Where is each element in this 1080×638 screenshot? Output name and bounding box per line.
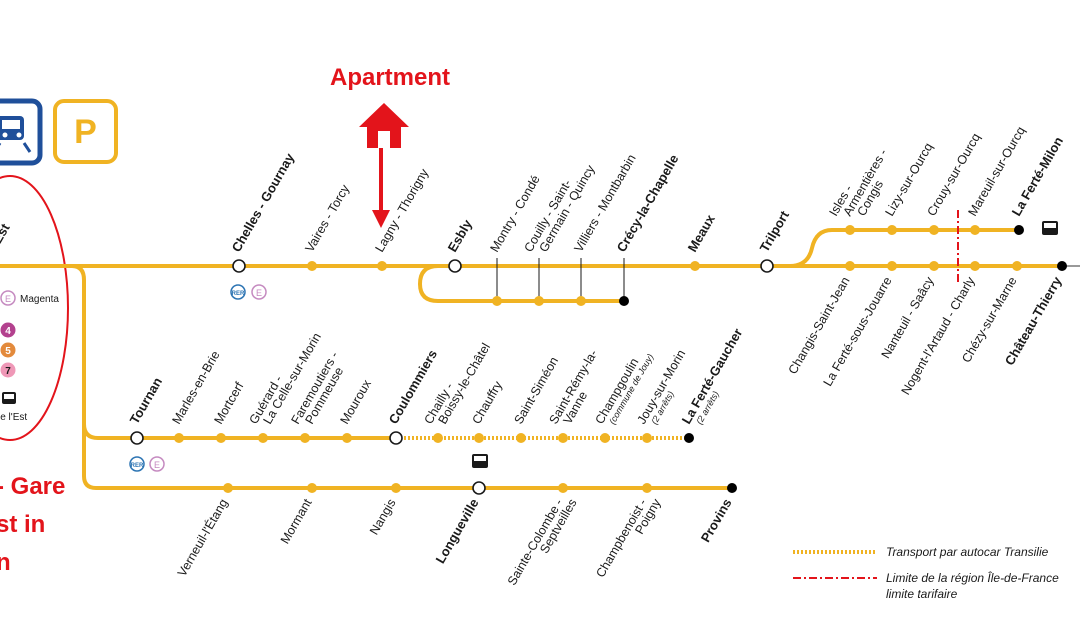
station-label: Chauffry: [469, 378, 505, 426]
magenta-label: Magenta: [20, 294, 59, 305]
terminus-stations: [619, 225, 1067, 493]
legend-boundary-label: Limite de la région Île-de-France: [886, 570, 1059, 585]
arrow-down-icon: [372, 210, 390, 228]
gare-annotation-line2: st in: [0, 511, 45, 538]
parking-icon: P: [53, 99, 118, 164]
station-label: Verneuil-l'Étang: [174, 496, 231, 579]
station-label: Mortcerf: [211, 379, 246, 426]
station-label: Esbly: [445, 216, 476, 254]
station-label: Nogent-l'Artaud - Charly: [899, 274, 978, 397]
bus-icon: [1042, 221, 1058, 235]
home-icon: [359, 103, 409, 148]
station-label: Longueville: [432, 496, 481, 566]
track-lines: [0, 228, 1062, 490]
apartment-label: Apartment: [330, 64, 450, 91]
train-icon: [0, 98, 43, 166]
rer-badge-tournan: RER: [129, 456, 145, 472]
crecy-connectors: [496, 258, 625, 301]
svg-text:RER: RER: [232, 291, 245, 297]
interchange-stations: [130, 259, 774, 495]
station-label: Provins: [698, 496, 735, 545]
station-label: Mouroux: [337, 377, 374, 427]
paris-hub-ring: [0, 175, 69, 441]
parking-letter: P: [74, 113, 97, 151]
station-label: La Ferté-Gaucher: [679, 326, 746, 427]
station-label: Tournan: [127, 375, 166, 427]
legend-boundary-label-2: limite tarifaire: [886, 587, 958, 601]
gare-annotation-line1: - Gare: [0, 473, 65, 500]
bus-icon: [472, 454, 488, 468]
metro-5-badge: 5: [0, 342, 16, 358]
svg-text:RER: RER: [131, 463, 144, 469]
bus-icon: [2, 392, 16, 404]
svg-text:7: 7: [5, 366, 11, 377]
legend-bus-label: Transport par autocar Transilie: [886, 545, 1049, 559]
station-label: Mormant: [278, 496, 315, 546]
station-dots: [174, 225, 1022, 493]
svg-text:5: 5: [5, 346, 11, 357]
legend: Transport par autocar Transilie Limite d…: [793, 545, 1059, 601]
station-label: Vaires - Torcy: [302, 182, 352, 255]
svg-text:E: E: [5, 294, 11, 304]
station-label: Chelles - Gournay: [229, 150, 298, 255]
metro-4-badge: 4: [0, 322, 16, 338]
paris-hub-name: s-Est: [0, 220, 13, 256]
gare-est-label: le l'Est: [0, 412, 27, 423]
rer-badge-chelles: RER: [230, 284, 246, 300]
svg-text:E: E: [154, 460, 160, 470]
e-badge-chelles: E: [251, 284, 267, 300]
svg-text:4: 4: [5, 326, 11, 337]
station-label: Champbenoist -: [593, 497, 649, 580]
e-badge: E: [0, 290, 16, 306]
station-label: Trilport: [757, 208, 793, 255]
svg-text:E: E: [256, 288, 262, 298]
e-badge-tournan: E: [149, 456, 165, 472]
station-label: Nangis: [367, 497, 399, 538]
gare-annotation-line3: n: [0, 549, 11, 576]
station-label: Meaux: [685, 211, 719, 254]
metro-7-badge: 7: [0, 362, 16, 378]
